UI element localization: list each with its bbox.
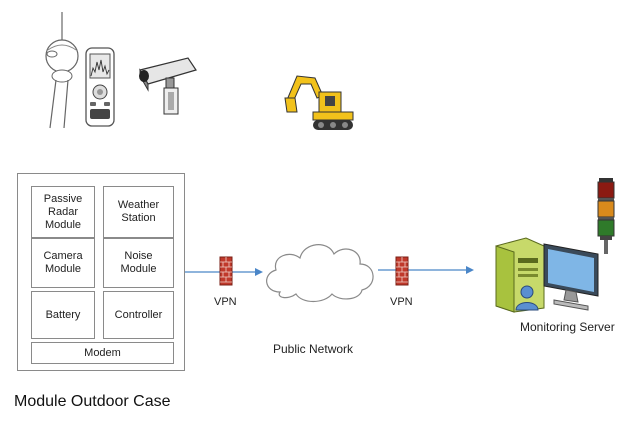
- noise-meter-icon: [85, 47, 115, 127]
- noise-module: Noise Module: [103, 238, 174, 288]
- vpn-label-left: VPN: [214, 296, 237, 308]
- arrow-cloud-to-server: [378, 266, 474, 274]
- controller-module: Controller: [103, 291, 174, 339]
- public-network-label: Public Network: [273, 342, 354, 356]
- excavator-icon: [284, 75, 354, 130]
- case-title: Module Outdoor Case: [14, 393, 171, 410]
- passive-radar-module: Passive Radar Module: [31, 186, 95, 238]
- cloud-icon: [266, 244, 374, 303]
- battery-module: Battery: [31, 291, 95, 339]
- modem-module: Modem: [31, 342, 174, 364]
- monitoring-server-label: Monitoring Server: [520, 320, 615, 334]
- camera-module: Camera Module: [31, 238, 95, 288]
- firewall-icon: [395, 256, 409, 286]
- weather-station-module: Weather Station: [103, 186, 174, 238]
- weather-sensor-icon: [45, 12, 79, 129]
- monitor-icon: [543, 243, 599, 311]
- firewall-icon: [219, 256, 233, 286]
- vpn-label-right: VPN: [390, 296, 413, 308]
- signal-tower-light-icon: [597, 178, 615, 254]
- module-outdoor-case: Passive Radar Module Weather Station Cam…: [17, 173, 185, 371]
- user-icon: [515, 285, 539, 311]
- cctv-camera-icon: [139, 57, 197, 115]
